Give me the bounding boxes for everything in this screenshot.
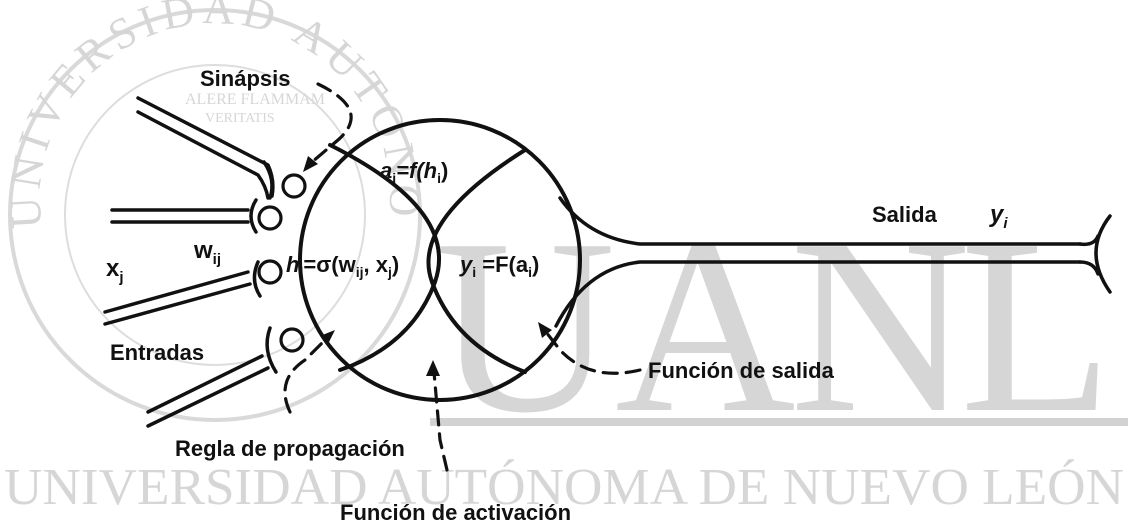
dendrite-3-terminal	[252, 260, 262, 298]
watermark-divider	[430, 418, 1128, 426]
watermark-seal-inner	[64, 64, 366, 366]
axon-lower-edge	[554, 260, 1082, 328]
axon-upper-edge	[558, 196, 1082, 246]
label-synapse: Sinápsis	[200, 66, 290, 91]
neuron-soma	[298, 118, 582, 402]
axon	[554, 196, 1112, 328]
soma-divider-left	[328, 143, 441, 372]
activation-pointer-head	[426, 360, 440, 376]
label-output-symbol: yi	[989, 201, 1008, 232]
propagation-pointer	[283, 338, 327, 414]
label-weight-symbol: wij	[193, 237, 221, 268]
synapse-bouton-2	[257, 205, 283, 231]
watermark-motto-line1: ALERE FLAMMAM	[185, 91, 325, 108]
label-output-word: Salida	[872, 202, 938, 227]
label-activation-expr: ai=f(hi)	[380, 158, 448, 186]
label-propagation-rule: Regla de propagación	[175, 436, 405, 461]
dendrite-2	[110, 208, 250, 224]
dendrites	[103, 96, 307, 428]
label-inputs: Entradas	[110, 340, 204, 365]
axon-terminal-tip	[1078, 234, 1100, 276]
output-function-pointer	[544, 330, 642, 375]
output-function-pointer-head	[538, 322, 552, 338]
dendrite-1-terminal	[262, 160, 274, 200]
watermark-university-name: UNIVERSIDAD AUTÓNOMA DE NUEVO LEÓN	[4, 458, 1124, 516]
dendrite-4	[146, 354, 270, 428]
labels: Sinápsis xj wij Entradas hi=σ(wij, xj) a…	[106, 66, 1008, 525]
synapse-pointer-head	[303, 156, 318, 172]
synapse-pointer	[310, 82, 353, 164]
synapse-bouton-3	[257, 259, 283, 285]
synapse-bouton-1	[281, 173, 307, 199]
synapse-bouton-4	[279, 327, 305, 353]
axon-terminal	[1094, 214, 1112, 294]
propagation-pointer-head	[320, 330, 335, 344]
soma-divider-right	[426, 148, 527, 374]
pointer-arrows	[283, 82, 642, 472]
dendrite-4-terminal	[265, 326, 278, 374]
soma-circle	[298, 118, 582, 402]
dendrite-2-terminal	[249, 198, 258, 234]
watermark-seal-outer	[8, 8, 422, 422]
watermark-motto-line2: VERITATIS	[205, 111, 275, 126]
label-propagation-expr: hi=σ(wij, xj)	[286, 252, 399, 280]
label-input-symbol: xj	[106, 255, 124, 286]
label-output-function: Función de salida	[648, 358, 835, 383]
label-activation-function: Función de activación	[340, 500, 571, 525]
activation-pointer	[432, 370, 449, 472]
dendrite-3	[103, 270, 252, 326]
label-output-expr: yi =F(ai)	[459, 252, 539, 280]
